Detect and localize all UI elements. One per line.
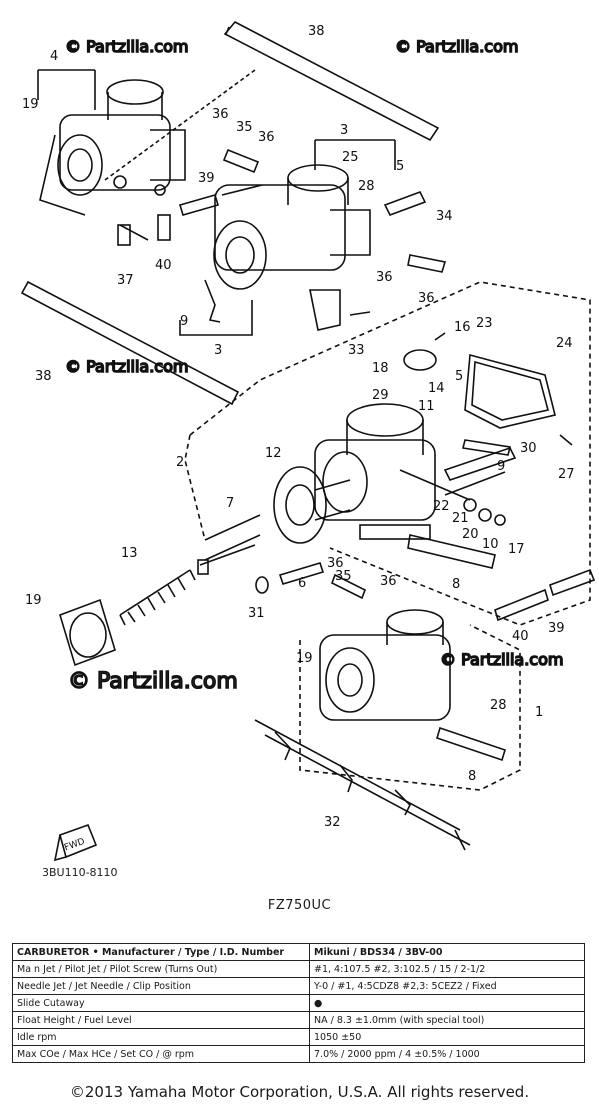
callout-39: 39 — [548, 621, 565, 636]
callout-10: 10 — [482, 537, 499, 552]
table-row: Max COe / Max HCe / Set CO / @ rpm 7.0% … — [12, 1045, 585, 1063]
table-row: Idle rpm 1050 ±50 — [12, 1028, 585, 1046]
callout-38: 38 — [35, 369, 52, 384]
callout-36: 36 — [380, 574, 397, 589]
exploded-parts-diagram: © Partzilla.com © Partzilla.com © Partzi… — [20, 20, 596, 862]
callout-25: 25 — [342, 150, 359, 165]
callout-36: 36 — [258, 130, 275, 145]
callout-7: 7 — [226, 496, 234, 511]
table-row: Ma n Jet / Pilot Jet / Pilot Screw (Turn… — [12, 960, 585, 978]
callout-24: 24 — [556, 336, 573, 351]
callout-31: 31 — [248, 606, 265, 621]
callout-9: 9 — [180, 314, 188, 329]
callout-34: 34 — [436, 209, 453, 224]
spec-value: Mikuni / BDS34 / 3BV-00 — [309, 943, 585, 961]
diagram-code: 3BU110-8110 — [42, 866, 118, 879]
carburetor-spec-table: CARBURETOR • Manufacturer / Type / I.D. … — [12, 943, 585, 1063]
spec-value: 1050 ±50 — [309, 1028, 585, 1046]
model-name: FZ750UC — [267, 898, 332, 913]
spec-value: Y-0 / #1, 4:5CDZ8 #2,3: 5CEZ2 / Fixed — [309, 977, 585, 995]
callout-40: 40 — [512, 629, 529, 644]
callout-19: 19 — [25, 593, 42, 608]
callout-28: 28 — [490, 698, 507, 713]
callout-17: 17 — [508, 542, 525, 557]
spec-value: #1, 4:107.5 #2, 3:102.5 / 15 / 2-1/2 — [309, 960, 585, 978]
spec-param: Max COe / Max HCe / Set CO / @ rpm — [12, 1045, 310, 1063]
callout-35: 35 — [236, 120, 253, 135]
callout-9: 9 — [497, 459, 505, 474]
spec-param: Ma n Jet / Pilot Jet / Pilot Screw (Turn… — [12, 960, 310, 978]
callout-5: 5 — [396, 159, 404, 174]
callout-37: 37 — [117, 273, 134, 288]
callout-36: 36 — [212, 107, 229, 122]
watermark: © Partzilla.com — [65, 357, 188, 376]
table-row: CARBURETOR • Manufacturer / Type / I.D. … — [12, 943, 585, 961]
callout-6: 6 — [298, 576, 306, 591]
spec-value: 7.0% / 2000 ppm / 4 ±0.5% / 1000 — [309, 1045, 585, 1063]
callout-2: 2 — [176, 455, 184, 470]
callout-38: 38 — [308, 24, 325, 39]
watermark: © Partzilla.com — [440, 650, 563, 669]
watermark: © Partzilla.com — [68, 669, 238, 694]
callout-32: 32 — [324, 815, 341, 830]
callout-19: 19 — [22, 97, 39, 112]
callout-3: 3 — [340, 123, 348, 138]
callout-16: 16 — [454, 320, 471, 335]
callout-28: 28 — [358, 179, 375, 194]
callout-36: 36 — [418, 291, 435, 306]
spec-value: ● — [309, 994, 585, 1012]
callout-8: 8 — [452, 577, 460, 592]
table-row: Float Height / Fuel Level NA / 8.3 ±1.0m… — [12, 1011, 585, 1029]
table-row: Slide Cutaway ● — [12, 994, 585, 1012]
table-row: Needle Jet / Jet Needle / Clip Position … — [12, 977, 585, 995]
callout-21: 21 — [452, 511, 469, 526]
callout-36: 36 — [376, 270, 393, 285]
callout-8: 8 — [468, 769, 476, 784]
watermark: © Partzilla.com — [395, 37, 518, 56]
callout-1: 1 — [535, 705, 543, 720]
callout-35: 35 — [335, 569, 352, 584]
callout-14: 14 — [428, 381, 445, 396]
callout-18: 18 — [372, 361, 389, 376]
callout-19: 19 — [296, 651, 313, 666]
callout-20: 20 — [462, 527, 479, 542]
callout-13: 13 — [121, 546, 138, 561]
callout-3: 3 — [214, 343, 222, 358]
watermark: © Partzilla.com — [65, 37, 188, 56]
callout-5: 5 — [455, 369, 463, 384]
callout-11: 11 — [418, 399, 435, 414]
spec-param: Idle rpm — [12, 1028, 310, 1046]
spec-value: NA / 8.3 ±1.0mm (with special tool) — [309, 1011, 585, 1029]
spec-param: Float Height / Fuel Level — [12, 1011, 310, 1029]
callout-23: 23 — [476, 316, 493, 331]
spec-param: CARBURETOR • Manufacturer / Type / I.D. … — [12, 943, 310, 961]
callout-30: 30 — [520, 441, 537, 456]
spec-param: Slide Cutaway — [12, 994, 310, 1012]
callout-39: 39 — [198, 171, 215, 186]
callout-22: 22 — [433, 499, 450, 514]
copyright-notice: ©2013 Yamaha Motor Corporation, U.S.A. A… — [69, 1083, 530, 1101]
callout-27: 27 — [558, 467, 575, 482]
callout-12: 12 — [265, 446, 282, 461]
callout-33: 33 — [348, 343, 365, 358]
callout-4: 4 — [50, 49, 58, 64]
callout-36: 36 — [327, 556, 344, 571]
callout-29: 29 — [372, 388, 389, 403]
callout-40: 40 — [155, 258, 172, 273]
spec-param: Needle Jet / Jet Needle / Clip Position — [12, 977, 310, 995]
